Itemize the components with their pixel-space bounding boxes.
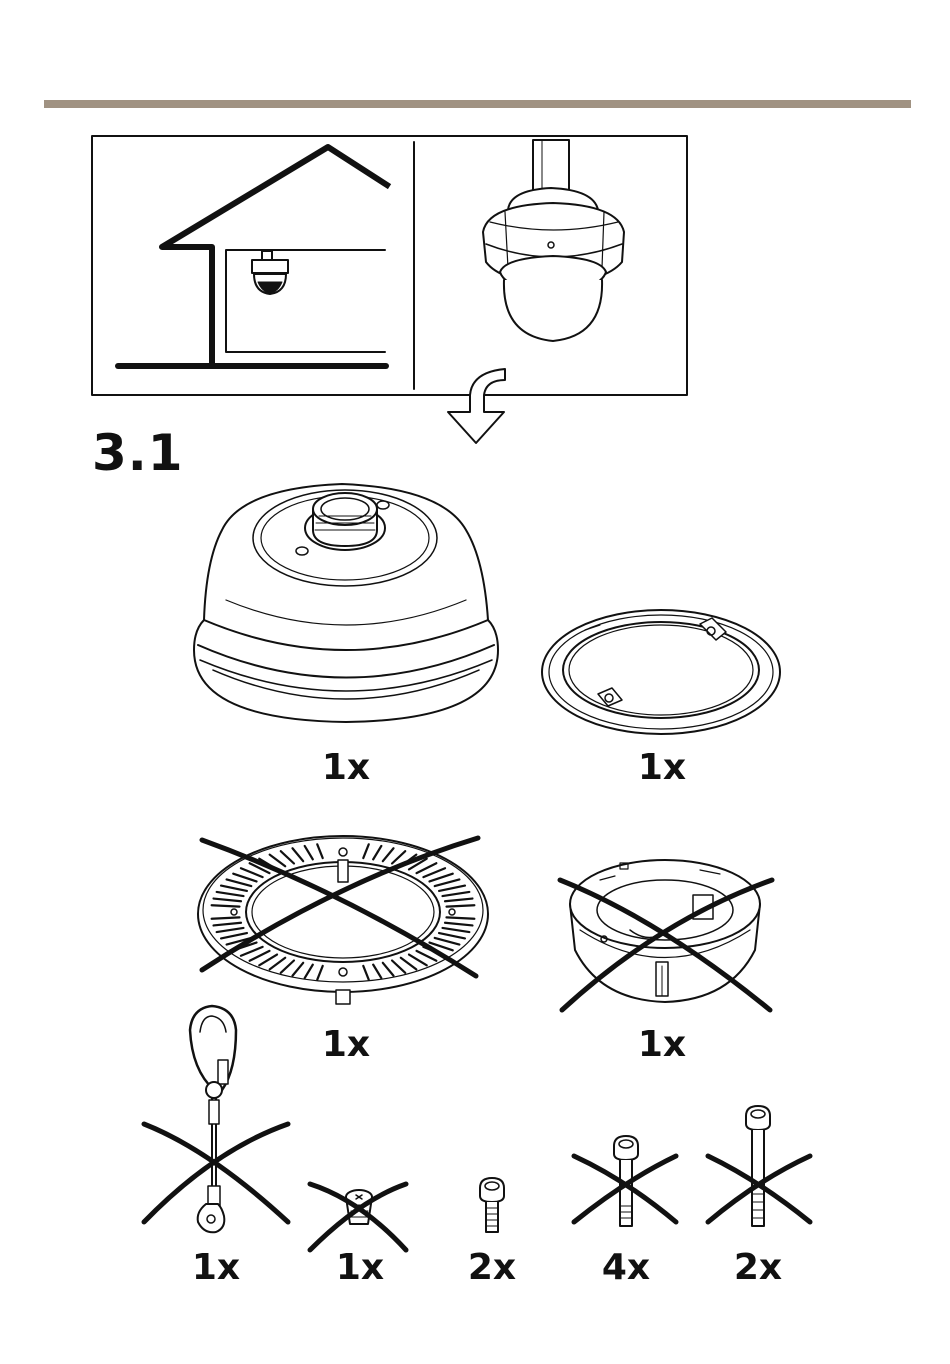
- pendant-housing-icon: [194, 484, 498, 722]
- long-screw-icon: [746, 1106, 770, 1226]
- qty-medium-screw: 4x: [602, 1250, 650, 1286]
- qty-pendant-housing: 1x: [322, 750, 370, 786]
- vent-slot: [446, 905, 474, 906]
- qty-mounting-bracket: 1x: [638, 1027, 686, 1063]
- decorative-ring-icon: [542, 610, 780, 734]
- qty-safety-wire: 1x: [192, 1250, 240, 1286]
- vent-slot: [446, 917, 474, 918]
- safety-wire-carabiner-icon: [190, 1006, 236, 1232]
- step-number: 3.1: [92, 428, 184, 478]
- qty-sun-shield-ring: 1x: [322, 1027, 370, 1063]
- sun-shield-ring-icon: [198, 836, 488, 1004]
- qty-set-screw: 1x: [336, 1250, 384, 1286]
- curved-down-arrow-icon: [448, 369, 505, 443]
- qty-decorative-ring: 1x: [638, 750, 686, 786]
- pendant-dome-camera-icon: [483, 140, 624, 341]
- vent-slot: [212, 917, 240, 918]
- indoor-ceiling-mount-icon: [118, 147, 387, 366]
- qty-long-screw: 2x: [734, 1250, 782, 1286]
- short-screw-icon: [480, 1178, 504, 1232]
- qty-short-screw: 2x: [468, 1250, 516, 1286]
- vent-slot: [212, 905, 240, 906]
